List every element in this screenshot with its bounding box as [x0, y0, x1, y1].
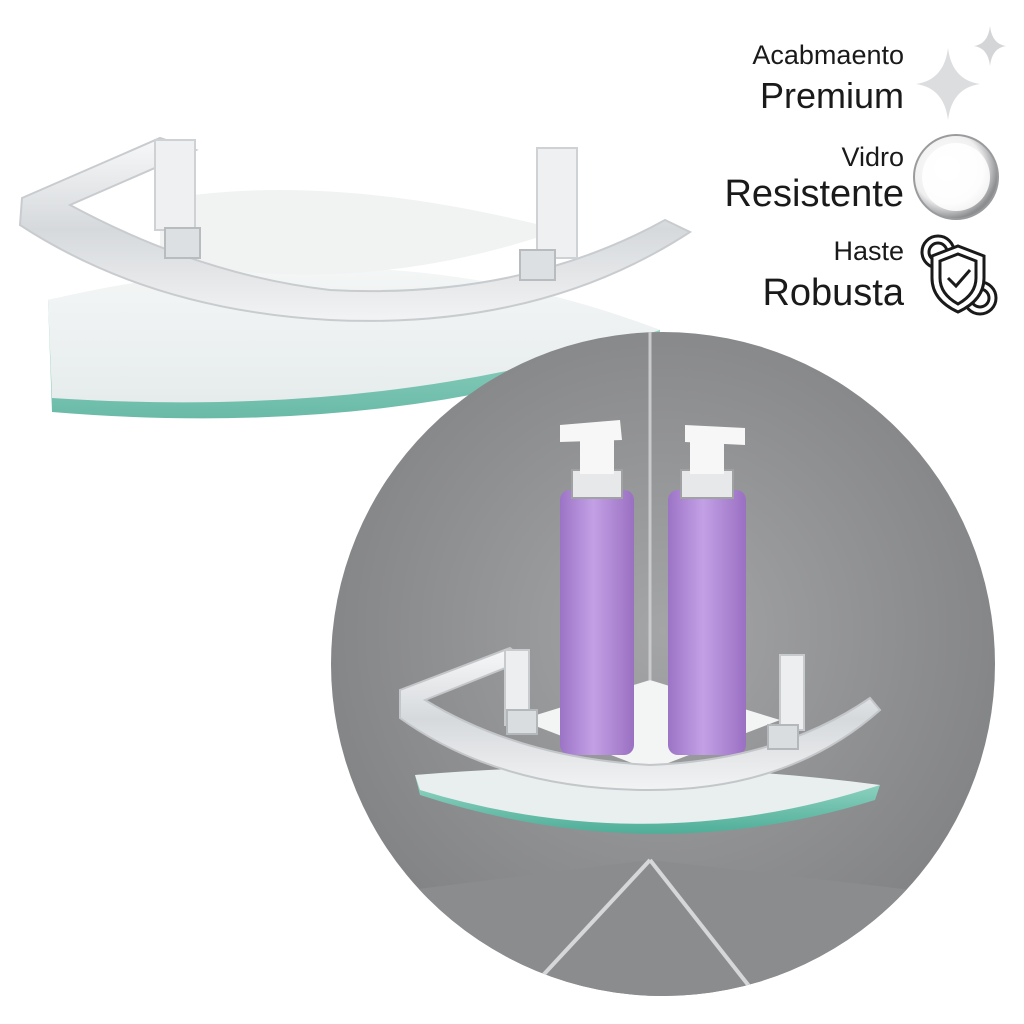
glass-sphere-icon [913, 134, 999, 220]
bottle-left [560, 420, 634, 755]
bottle-right [668, 425, 746, 755]
sparkle-icon [916, 26, 1006, 120]
feature-3-small-label: Haste [833, 236, 904, 266]
feature-2-big-label: Resistente [724, 173, 904, 215]
shelf-product-top [18, 136, 693, 419]
shelf-in-use-circle [331, 332, 995, 996]
feature-1-big-label: Premium [759, 75, 904, 116]
shield-gear-icon [920, 234, 998, 316]
feature-2-small-label: Vidro [841, 142, 904, 172]
feature-3-big-label: Robusta [762, 272, 904, 314]
feature-1-small-label: Acabmaento [752, 40, 904, 70]
